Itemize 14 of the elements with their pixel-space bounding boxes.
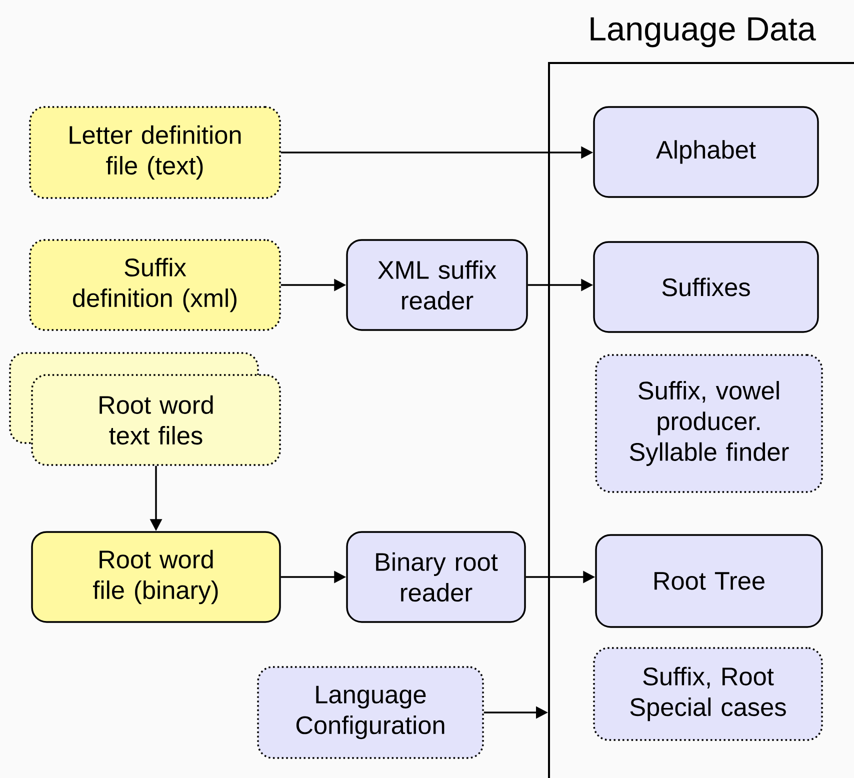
file-box: Root word file (binary) [31,531,281,623]
data-box: Alphabet [593,106,819,198]
process-box: Binary root reader [346,531,526,623]
process-box: XML suffix reader [346,239,528,331]
component-box: Suffix, vowel producer. Syllable finder [595,354,823,493]
data-box: Suffixes [593,241,819,333]
component-box: Suffix, Root Special cases [593,647,823,741]
file-box: Letter definition file (text) [29,106,281,199]
panel [548,62,854,778]
file-stack: Root word text files [9,352,281,466]
file-box: Suffix definition (xml) [29,239,281,331]
config-box: Language Configuration [257,666,484,759]
panel-heading: Language Data [590,17,816,48]
data-box: Root Tree [595,534,823,628]
